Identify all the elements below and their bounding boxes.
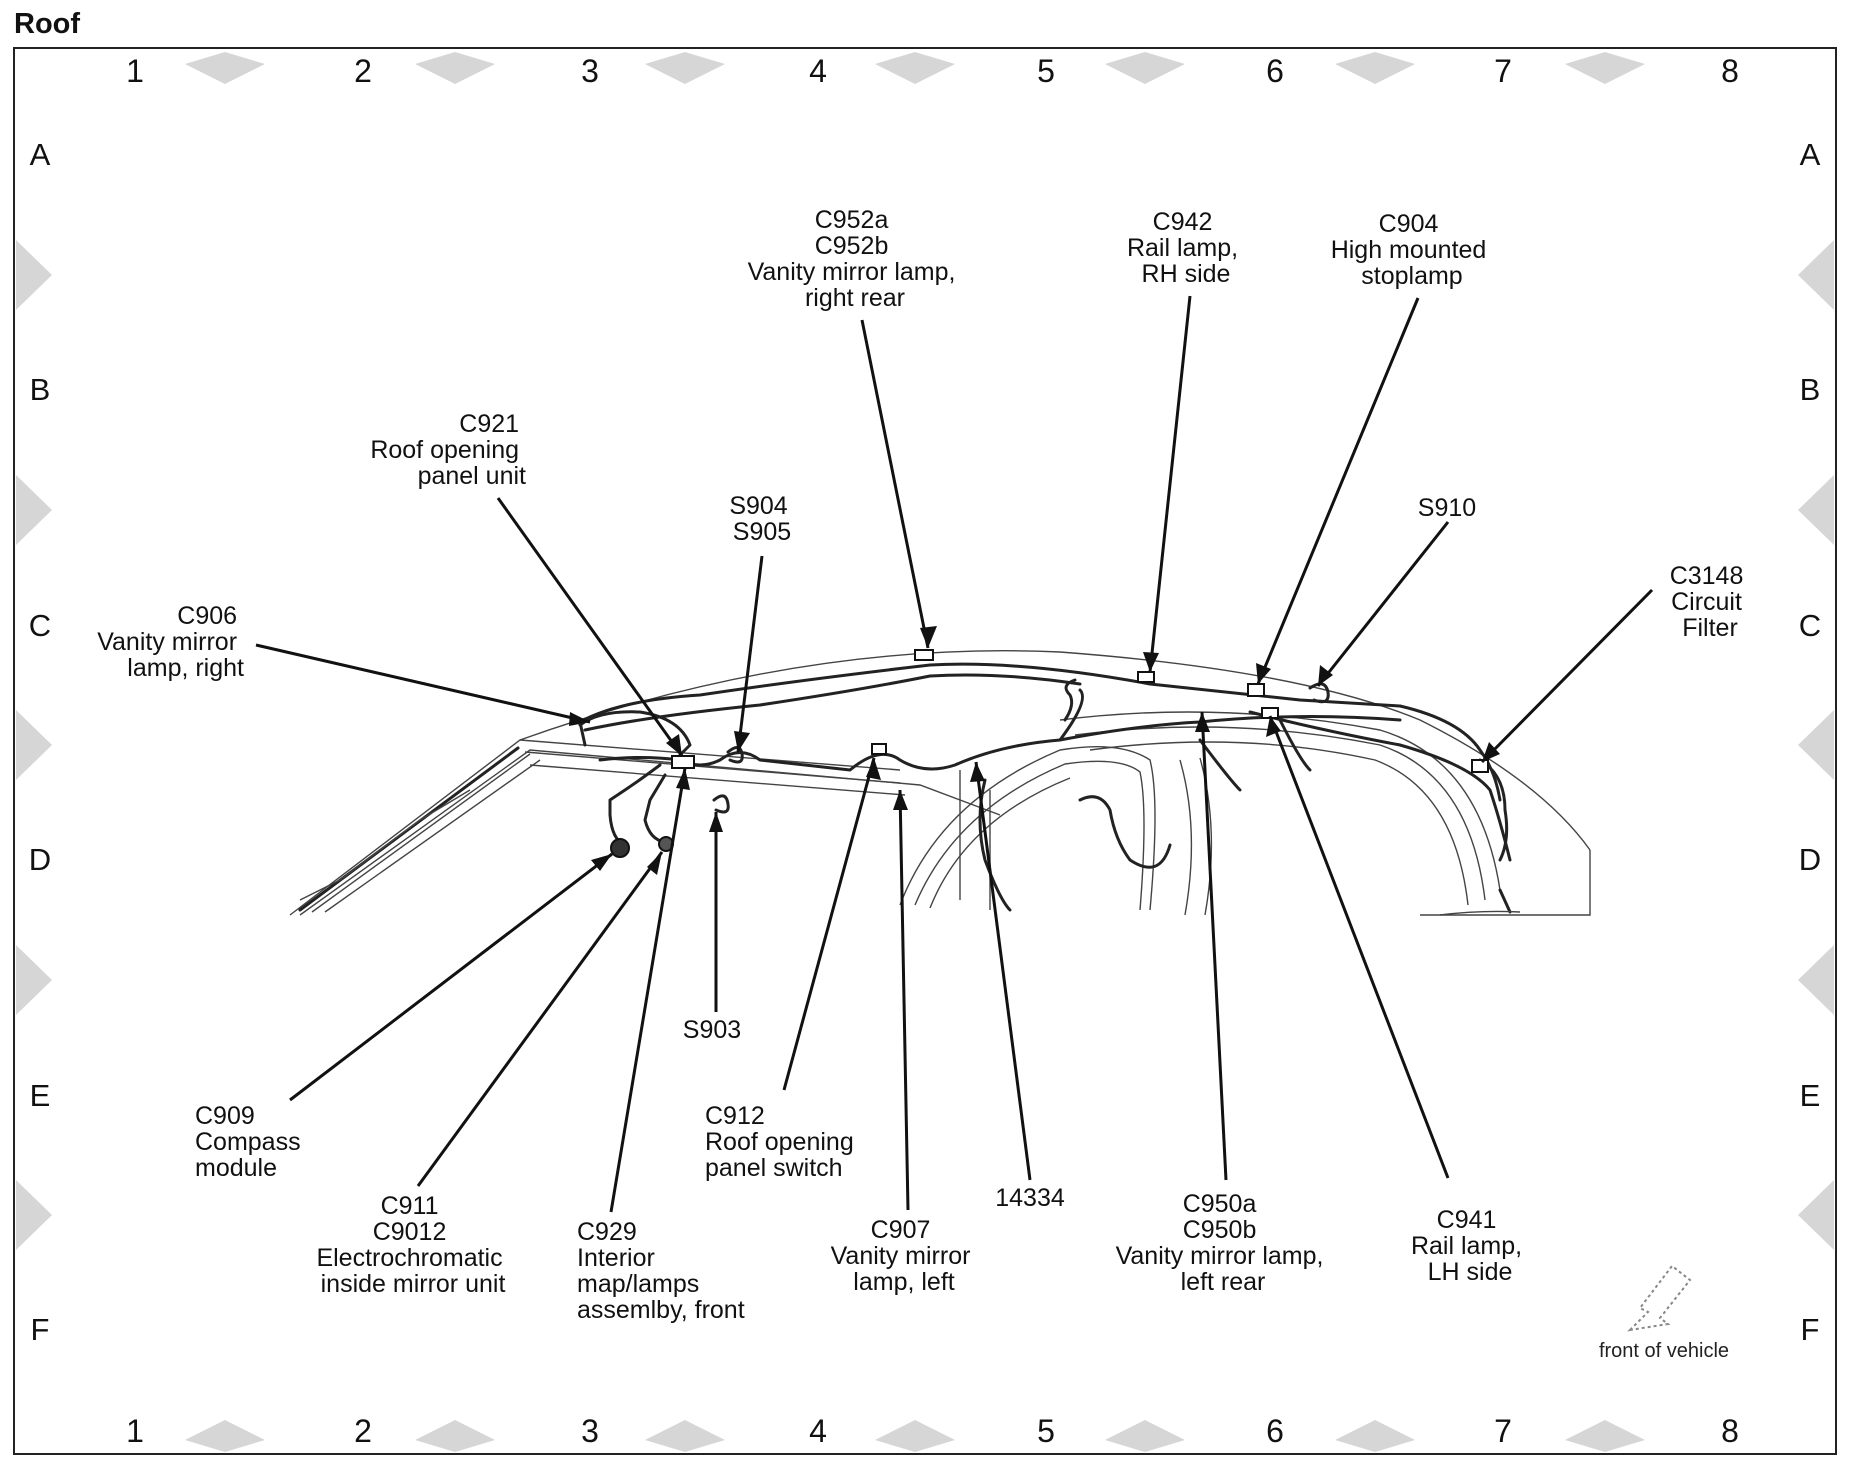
connector-c942	[1137, 671, 1155, 683]
grid-col-label: 6	[1266, 53, 1284, 89]
grid-row-label: E	[1800, 1078, 1821, 1113]
diagram-frame	[13, 47, 1837, 1455]
callout-c911: C911 C9012 Electrochromatic inside mirro…	[316, 1192, 509, 1298]
grid-col-label: 7	[1494, 1413, 1512, 1449]
front-of-vehicle-indicator: front of vehicle	[1599, 1264, 1729, 1362]
grid-col-label: 3	[581, 53, 599, 89]
connector-c921	[671, 755, 695, 769]
front-arrow-icon	[1627, 1264, 1692, 1332]
callout-c921: C921 Roof opening panel unit	[370, 410, 526, 490]
grid-col-label: 2	[354, 1413, 372, 1449]
callout-c909: C909 Compass module	[195, 1102, 308, 1182]
grid-row-label: F	[1801, 1312, 1820, 1347]
callout-c3148: C3148 Circuit Filter	[1670, 562, 1751, 642]
grid-row-labels-right: A B C D E F	[1799, 137, 1821, 1347]
grid-markers	[16, 52, 1834, 1452]
callout-c941: C941 Rail lamp, LH side	[1411, 1206, 1529, 1286]
grid-row-label: B	[30, 372, 51, 407]
grid-col-label: 1	[126, 1413, 144, 1449]
arrowheads	[569, 626, 1500, 875]
grid-row-label: A	[30, 137, 51, 172]
grid-row-label: C	[29, 608, 51, 643]
grid-row-label: A	[1800, 137, 1821, 172]
grid-row-label: E	[30, 1078, 51, 1113]
grid-column-labels-bottom: 1 2 3 4 5 6 7 8	[126, 1413, 1739, 1449]
callout-c950: C950a C950b Vanity mirror lamp, left rea…	[1116, 1190, 1331, 1296]
grid-col-label: 3	[581, 1413, 599, 1449]
grid-col-label: 5	[1037, 1413, 1055, 1449]
wiring-harness	[578, 662, 1512, 912]
callout-c907: C907 Vanity mirror lamp, left	[831, 1216, 978, 1296]
connector-c3148	[1471, 759, 1489, 773]
front-of-vehicle-label: front of vehicle	[1599, 1340, 1729, 1362]
connector-c912	[871, 743, 887, 755]
callout-c912: C912 Roof opening panel switch	[705, 1102, 861, 1182]
callout-c904: C904 High mounted stoplamp	[1331, 210, 1494, 290]
connector-c904	[1247, 683, 1265, 697]
splice-s903	[712, 794, 730, 814]
callout-c952: C952a C952b Vanity mirror lamp, right re…	[748, 206, 963, 312]
roof-structure-illustration	[289, 650, 1591, 916]
grid-col-label: 8	[1721, 53, 1739, 89]
grid-col-label: 8	[1721, 1413, 1739, 1449]
grid-row-labels-left: A B C D E F	[29, 137, 51, 1347]
callout-s903: S903	[683, 1016, 741, 1044]
connector-c909	[610, 838, 630, 858]
grid-column-labels-top: 1 2 3 4 5 6 7 8	[126, 53, 1739, 89]
connectors	[610, 649, 1489, 858]
callout-s910: S910	[1418, 494, 1476, 522]
grid-col-label: 5	[1037, 53, 1055, 89]
grid-row-label: D	[29, 842, 51, 877]
grid-col-label: 4	[809, 53, 827, 89]
connector-c952	[914, 649, 934, 661]
splice-s904	[726, 746, 744, 764]
grid-row-label: F	[31, 1312, 50, 1347]
leader-lines	[255, 295, 1654, 1213]
callout-c942: C942 Rail lamp, RH side	[1127, 208, 1245, 288]
grid-row-label: B	[1800, 372, 1821, 407]
callout-labels: C952a C952b Vanity mirror lamp, right re…	[97, 206, 1751, 1324]
grid-col-label: 6	[1266, 1413, 1284, 1449]
callout-c906: C906 Vanity mirror lamp, right	[97, 602, 244, 682]
callout-c929: C929 Interior map/lamps assemlby, front	[577, 1218, 745, 1324]
page-title: Roof	[14, 8, 81, 40]
grid-row-label: C	[1799, 608, 1821, 643]
grid-col-label: 1	[126, 53, 144, 89]
grid-col-label: 2	[354, 53, 372, 89]
grid-col-label: 4	[809, 1413, 827, 1449]
grid-col-label: 7	[1494, 53, 1512, 89]
grid-row-label: D	[1799, 842, 1821, 877]
callout-14334: 14334	[995, 1184, 1065, 1212]
callout-s904: S904 S905	[729, 492, 794, 546]
